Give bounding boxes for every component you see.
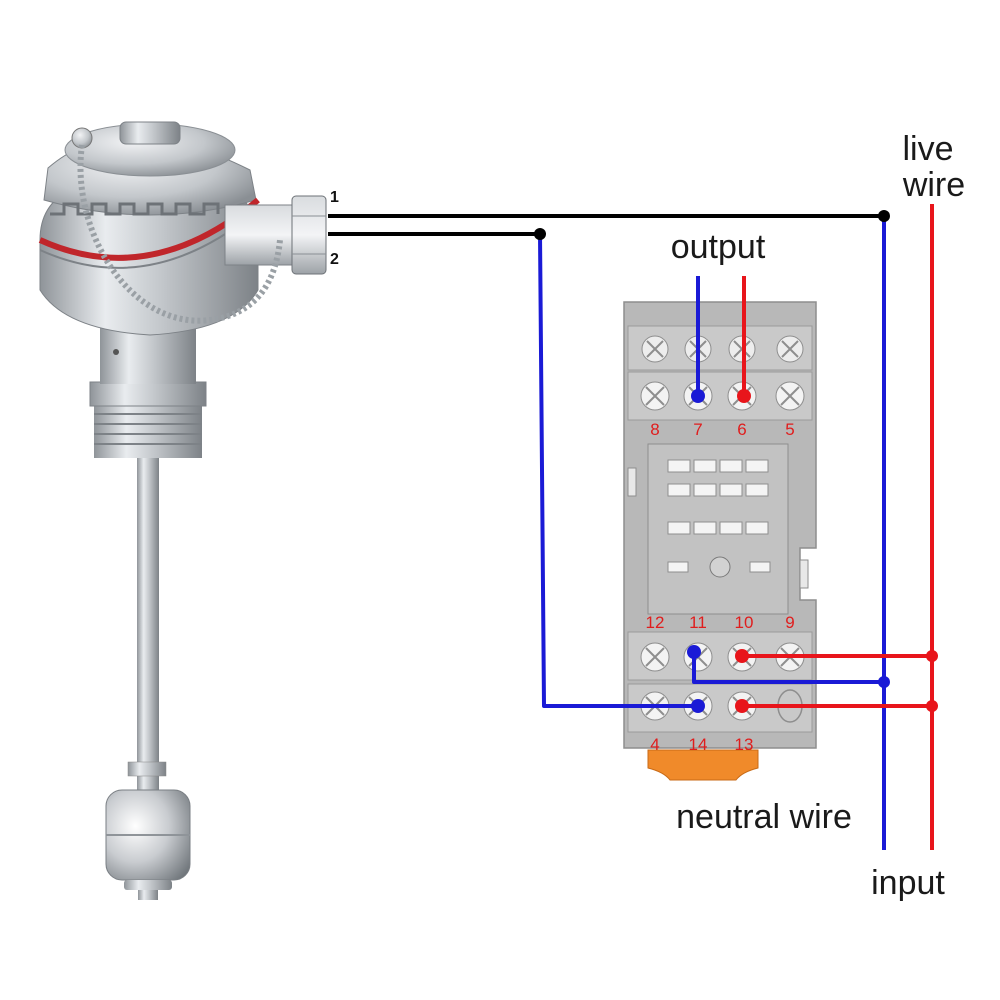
wire-number-1: 1 bbox=[330, 189, 339, 206]
junction-head bbox=[38, 121, 260, 336]
terminal-label-13: 13 bbox=[735, 735, 754, 754]
terminal-label-7: 7 bbox=[693, 420, 702, 439]
retaining-clip bbox=[647, 749, 759, 781]
neutral-wire-from-sensor bbox=[538, 233, 698, 708]
terminal-label-8: 8 bbox=[650, 420, 659, 439]
float-level-sensor bbox=[38, 121, 327, 900]
label-live: live bbox=[902, 130, 953, 168]
thread-fitting bbox=[89, 381, 207, 458]
terminal-label-11: 11 bbox=[689, 613, 707, 632]
relay-pin-sockets bbox=[627, 443, 809, 615]
neutral-wire-to-terminal-11 bbox=[692, 657, 884, 684]
sensor-rod bbox=[137, 458, 159, 798]
relay-socket-base: 8 7 6 5 12 11 10 9 4 14 13 bbox=[623, 301, 817, 781]
terminal-label-6: 6 bbox=[737, 420, 746, 439]
terminal-label-10: 10 bbox=[735, 613, 754, 632]
junction-dots bbox=[534, 210, 938, 713]
label-output: output bbox=[671, 228, 766, 266]
terminal-label-12: 12 bbox=[646, 613, 665, 632]
terminal-label-5: 5 bbox=[785, 420, 794, 439]
label-input: input bbox=[871, 864, 945, 902]
bead-chain bbox=[77, 144, 283, 324]
terminal-label-4: 4 bbox=[650, 735, 659, 754]
label-neutral-wire: neutral wire bbox=[676, 798, 852, 836]
terminal-label-14: 14 bbox=[689, 735, 708, 754]
wiring bbox=[328, 204, 934, 850]
wire-number-2: 2 bbox=[330, 251, 339, 268]
cable-gland bbox=[224, 195, 327, 275]
terminal-label-9: 9 bbox=[785, 613, 794, 632]
label-wire: wire bbox=[902, 166, 965, 204]
